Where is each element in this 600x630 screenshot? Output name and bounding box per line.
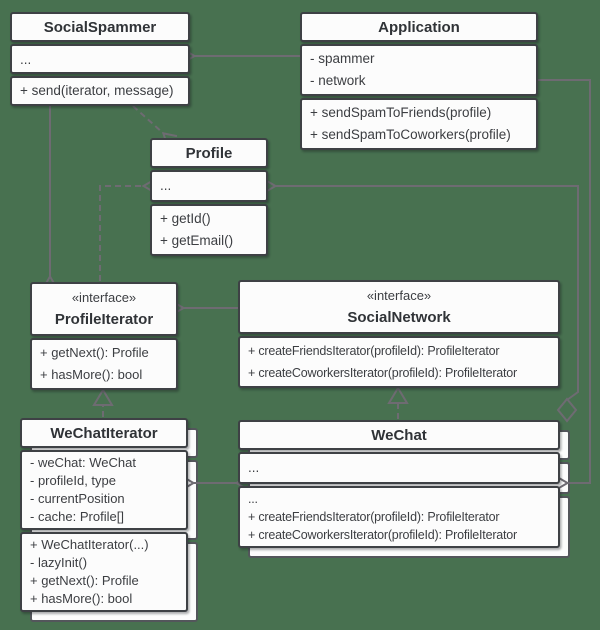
- class-title: WeChat: [238, 420, 560, 450]
- class-name: SocialNetwork: [347, 309, 451, 326]
- methods-compartment: + getNext(): Profile + hasMore(): bool: [30, 338, 178, 390]
- edge-application-to-wechat: [538, 79, 591, 491]
- class-profile: Profile ... + getId() + getEmail(): [150, 138, 268, 256]
- method-row: + getEmail(): [160, 233, 234, 248]
- generalization-triangle-icon: [92, 388, 114, 406]
- methods-compartment: + WeChatIterator(...) - lazyInit() + get…: [20, 532, 188, 612]
- class-wechat: WeChat ... ... + createFriendsIterator(p…: [238, 420, 560, 548]
- method-row: + getId(): [160, 211, 211, 226]
- field-row: - cache: Profile[]: [30, 509, 124, 524]
- methods-compartment: ... + createFriendsIterator(profileId): …: [238, 486, 560, 548]
- method-row: + sendSpamToCoworkers(profile): [310, 127, 511, 142]
- field-row: - network: [310, 73, 366, 88]
- edge-socialspammer-to-profile-dashed: [132, 105, 178, 147]
- method-row: + WeChatIterator(...): [30, 537, 149, 552]
- fields-compartment: - spammer - network: [300, 44, 538, 96]
- class-name: ProfileIterator: [54, 311, 154, 328]
- method-row: + getNext(): Profile: [40, 345, 149, 360]
- field-row: - currentPosition: [30, 491, 125, 506]
- aggregation-diamond-icon: [556, 397, 578, 423]
- class-application: Application - spammer - network + sendSp…: [300, 12, 538, 150]
- method-row: + createCoworkersIterator(profileId): Pr…: [248, 528, 518, 542]
- edge-wechat-aggregates-profile: [262, 178, 579, 401]
- method-row: + hasMore(): bool: [40, 367, 143, 382]
- method-row: + createCoworkersIterator(profileId): Pr…: [248, 366, 518, 380]
- class-title: «interface» ProfileIterator: [30, 282, 178, 336]
- field-row: - profileId, type: [30, 473, 116, 488]
- field-row: ...: [160, 178, 172, 193]
- method-row: + sendSpamToFriends(profile): [310, 105, 492, 120]
- fields-compartment: ...: [10, 44, 190, 74]
- method-row: + createFriendsIterator(profileId): Prof…: [248, 510, 500, 524]
- generalization-triangle-icon: [387, 386, 409, 404]
- field-row: - spammer: [310, 51, 375, 66]
- class-profile-iterator: «interface» ProfileIterator + getNext():…: [30, 282, 178, 390]
- method-row: + createFriendsIterator(profileId): Prof…: [248, 344, 500, 358]
- field-row: ...: [248, 460, 260, 475]
- fields-compartment: ...: [238, 452, 560, 484]
- class-social-spammer: SocialSpammer ... + send(iterator, messa…: [10, 12, 190, 106]
- class-wechat-iterator: WeChatIterator - weChat: WeChat - profil…: [20, 418, 188, 612]
- methods-compartment: + sendSpamToFriends(profile) + sendSpamT…: [300, 98, 538, 150]
- method-row: + send(iterator, message): [20, 83, 174, 98]
- method-row: - lazyInit(): [30, 555, 88, 570]
- class-title: «interface» SocialNetwork: [238, 280, 560, 334]
- method-row: + getNext(): Profile: [30, 573, 139, 588]
- class-title: Profile: [150, 138, 268, 168]
- field-row: - weChat: WeChat: [30, 455, 136, 470]
- stereotype-label: «interface»: [366, 288, 432, 303]
- field-row: ...: [20, 52, 32, 67]
- methods-compartment: + createFriendsIterator(profileId): Prof…: [238, 336, 560, 388]
- fields-compartment: - weChat: WeChat - profileId, type - cur…: [20, 450, 188, 530]
- class-title: SocialSpammer: [10, 12, 190, 42]
- method-row: + hasMore(): bool: [30, 591, 133, 606]
- methods-compartment: + send(iterator, message): [10, 76, 190, 106]
- method-row: ...: [248, 492, 258, 506]
- class-title: WeChatIterator: [20, 418, 188, 448]
- class-social-network: «interface» SocialNetwork + createFriend…: [238, 280, 560, 388]
- edge-profileiterator-to-profile-dashed: [99, 178, 157, 281]
- fields-compartment: ...: [150, 170, 268, 202]
- methods-compartment: + getId() + getEmail(): [150, 204, 268, 256]
- class-title: Application: [300, 12, 538, 42]
- stereotype-label: «interface»: [71, 290, 137, 305]
